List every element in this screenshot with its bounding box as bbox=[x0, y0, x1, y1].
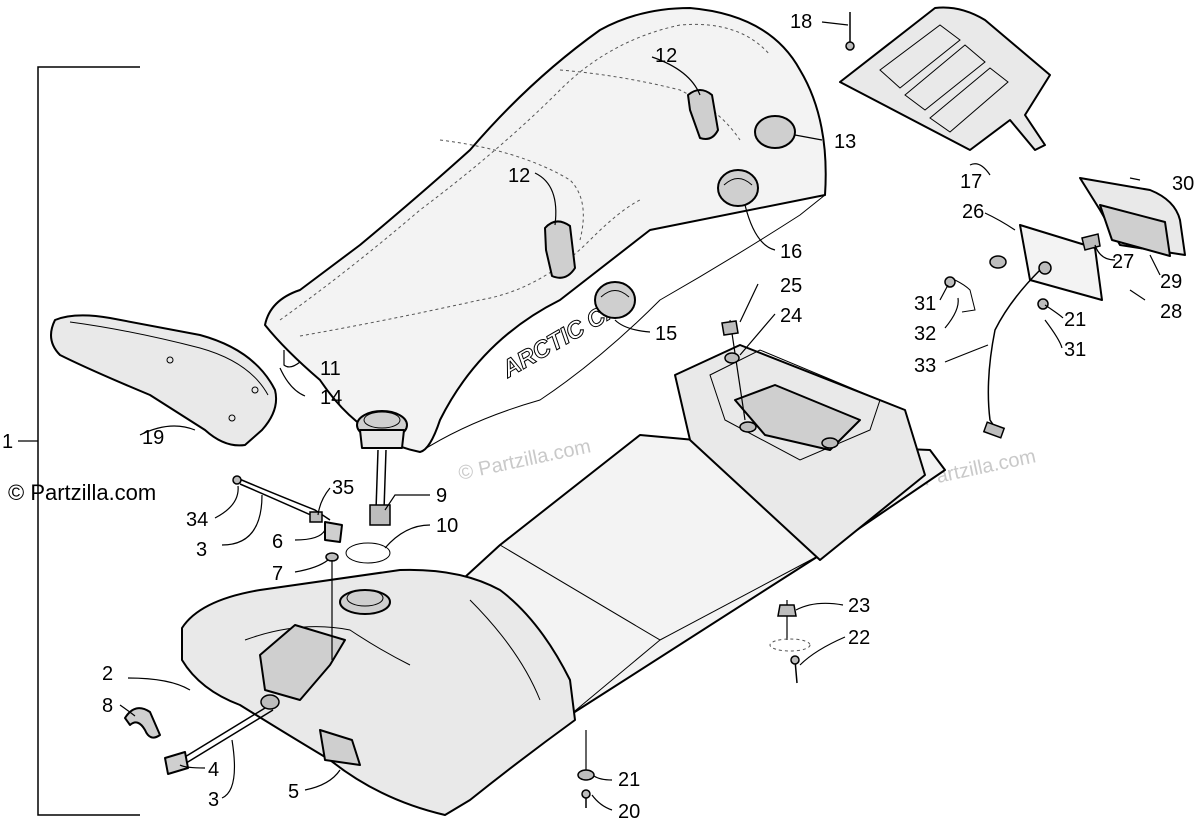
callout-30: 30 bbox=[1172, 173, 1194, 195]
fuel-tank-2 bbox=[181, 568, 576, 816]
callout-21: 21 bbox=[1064, 309, 1086, 331]
callout-1: 1 bbox=[2, 431, 13, 453]
watermark-center: © Partzilla.com bbox=[456, 435, 592, 485]
callout-12: 12 bbox=[508, 165, 530, 187]
assembly-bracket bbox=[37, 66, 140, 816]
taillight-assembly bbox=[944, 177, 1186, 439]
callout-20: 20 bbox=[618, 801, 640, 823]
callout-7: 7 bbox=[272, 563, 283, 585]
callout-3: 3 bbox=[196, 539, 207, 561]
housing-28 bbox=[1019, 224, 1103, 301]
bumper-13 bbox=[754, 115, 796, 149]
callout-8: 8 bbox=[102, 695, 113, 717]
callout-26: 26 bbox=[962, 201, 984, 223]
hardware-bolts bbox=[577, 319, 811, 808]
callout-25: 25 bbox=[780, 275, 802, 297]
callout-4: 4 bbox=[208, 759, 219, 781]
callout-11: 11 bbox=[320, 358, 341, 380]
callout-35: 35 bbox=[332, 477, 354, 499]
rear-flap-part bbox=[50, 314, 278, 447]
callout-34: 34 bbox=[186, 509, 208, 531]
callout-17: 17 bbox=[960, 171, 982, 193]
callout-9: 9 bbox=[436, 485, 447, 507]
callout-18: 18 bbox=[790, 11, 812, 33]
filler-neck bbox=[339, 589, 391, 615]
callout-labels: 1 2 3 3 4 5 6 7 8 9 10 11 12 12 13 14 15… bbox=[2, 11, 1194, 823]
callout-10: 10 bbox=[436, 515, 458, 537]
callout-2: 2 bbox=[102, 663, 113, 685]
callout-12: 12 bbox=[655, 45, 677, 67]
callout-27: 27 bbox=[1112, 251, 1134, 273]
copyright-text: © Partzilla.com bbox=[8, 480, 156, 505]
leader-lines bbox=[18, 21, 1161, 811]
callout-14: 14 bbox=[320, 387, 342, 409]
grip-upper bbox=[687, 89, 719, 140]
callout-13: 13 bbox=[834, 131, 856, 153]
callout-22: 22 bbox=[848, 627, 870, 649]
callout-16: 16 bbox=[780, 241, 802, 263]
grip-lower bbox=[544, 220, 576, 279]
callout-5: 5 bbox=[288, 781, 299, 803]
fuel-line-top bbox=[232, 475, 343, 660]
o-ring-10 bbox=[345, 542, 391, 564]
callout-3: 3 bbox=[208, 789, 219, 811]
callout-23: 23 bbox=[848, 595, 870, 617]
callout-15: 15 bbox=[655, 323, 677, 345]
fuel-sender-9 bbox=[356, 410, 408, 526]
callout-19: 19 bbox=[142, 427, 164, 449]
callout-29: 29 bbox=[1160, 271, 1182, 293]
callout-33: 33 bbox=[914, 355, 936, 377]
callout-6: 6 bbox=[272, 531, 283, 553]
callout-31: 31 bbox=[1064, 339, 1086, 361]
tunnel-frame bbox=[439, 344, 946, 716]
callout-31: 31 bbox=[914, 293, 936, 315]
knob-15 bbox=[594, 281, 636, 319]
callout-32: 32 bbox=[914, 323, 936, 345]
callout-28: 28 bbox=[1160, 301, 1182, 323]
storage-tray-17 bbox=[839, 6, 1051, 151]
knob-16 bbox=[717, 169, 759, 207]
lens-29 bbox=[1099, 204, 1171, 257]
callout-24: 24 bbox=[780, 305, 802, 327]
callout-21: 21 bbox=[618, 769, 640, 791]
